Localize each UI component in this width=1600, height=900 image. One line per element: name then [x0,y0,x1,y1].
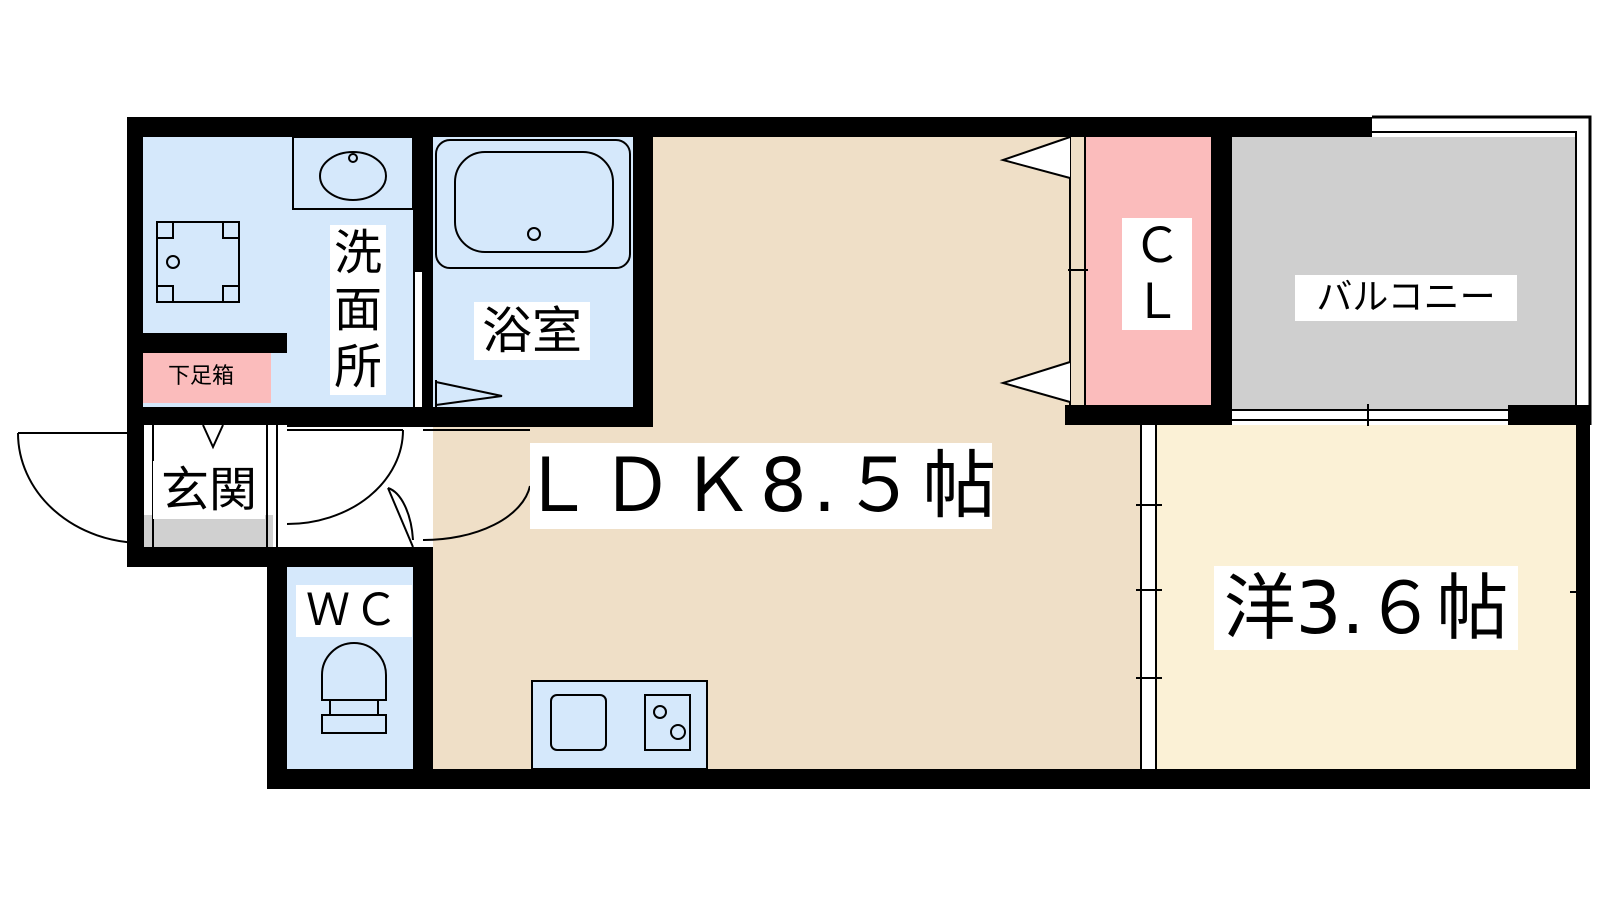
western-room-label: 洋3.６帖 [1214,566,1518,650]
burner-1 [653,705,667,719]
pan-corner-2 [222,221,240,239]
closet-label-char-1: Ｃ [1132,218,1181,274]
entrance-label: 玄関 [153,461,265,519]
wall-balcony-corner [1508,405,1590,425]
washroom-label-char-2: 面 [333,282,382,338]
toilet-seat-base [329,699,379,716]
wall-right [1576,425,1590,789]
bathtub-drain [527,227,541,241]
wc-label: ＷＣ [296,585,412,637]
washing-machine-pan [156,221,240,303]
door-ldk-swing [422,485,531,542]
ldk-label: ＬＤＫ8.５帖 [519,443,1003,529]
washroom-label: 洗 面 所 [330,225,386,395]
wall-bath-ldk [633,137,653,427]
wall-wc-left [267,567,287,789]
entrance-floor [143,515,273,547]
wall-wc-right [413,547,433,769]
burner-2 [670,724,686,740]
closet-door-swing-top [999,136,1071,179]
bath-door-swing [435,381,503,406]
pan-corner-3 [156,285,174,303]
bath-label: 浴室 [474,302,590,360]
pan-corner-4 [222,285,240,303]
door-wash-swing [286,429,404,525]
washroom-label-char-3: 所 [333,339,382,395]
balcony-rail-inner [1372,131,1577,410]
washroom-notch-wall [127,333,287,353]
entrance-top-wall [127,407,287,425]
wall-wash-bottom [287,407,413,427]
door-wc-swing [387,487,414,541]
washbasin [292,136,414,210]
pan-corner-1 [156,221,174,239]
wall-bottom [267,769,1590,789]
shoe-box-label: 下足箱 [167,364,234,389]
balcony-rail [1372,115,1592,425]
wall-bath-bottom [413,407,653,427]
balcony-floor [1232,137,1577,410]
closet-label-char-2: Ｌ [1132,274,1181,330]
bathtub-inner [454,151,614,253]
toilet-bowl [321,642,387,701]
structural-column-left [127,117,143,547]
wall-closet-bottom [1065,405,1230,425]
closet-door-swing-bottom [999,361,1071,403]
washbasin-drain [348,153,358,163]
shoe-box [143,353,271,403]
stove [644,694,691,751]
closet-label: Ｃ Ｌ [1122,218,1192,330]
door-wc-leaf [387,487,414,548]
washroom-label-char-1: 洗 [333,225,382,281]
entrance-door-swing [17,432,144,544]
wall-closet-side [1211,137,1232,425]
pan-drain [166,255,180,269]
kitchen-sink [550,694,607,751]
balcony-label: バルコニー [1295,275,1517,321]
washbasin-bowl [319,151,387,201]
outer-wall-top-left-block [127,117,1372,137]
shoe-box-marker [202,424,224,450]
bathtub [435,139,631,269]
wall-entrance-bottom [127,547,427,567]
